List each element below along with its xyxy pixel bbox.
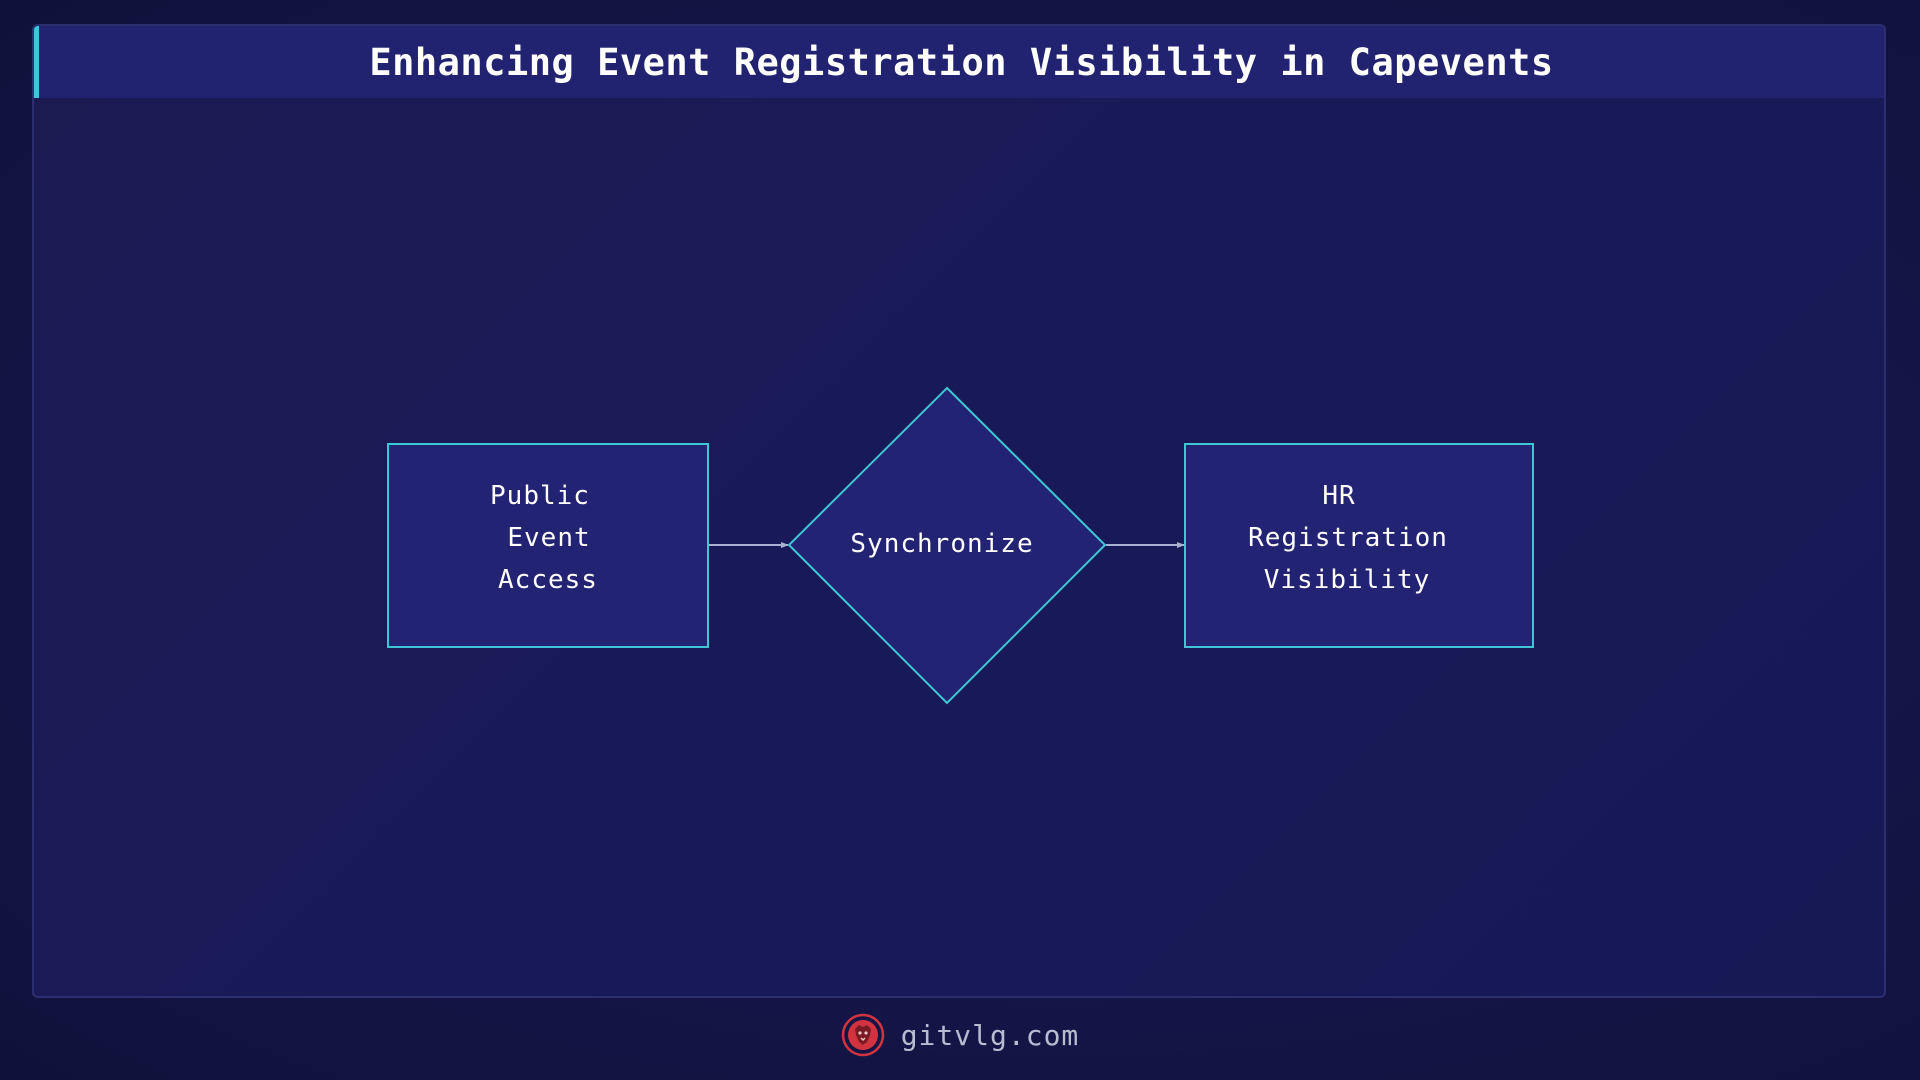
node-hr-registration-visibility: HR Registration Visibility xyxy=(1184,443,1534,648)
node-sync-label: Synchronize xyxy=(850,529,1033,559)
footer: gitvlg.com xyxy=(0,1010,1920,1060)
node-hr-line-3: Visibility xyxy=(1264,565,1431,595)
diagram-panel: Enhancing Event Registration Visibility … xyxy=(32,24,1886,998)
node-public-line-3: Access xyxy=(498,565,598,595)
node-public-event-access: Public Event Access xyxy=(387,443,709,648)
node-hr-line-2: Registration xyxy=(1248,523,1448,553)
node-public-line-1: Public xyxy=(490,481,590,511)
title-bar: Enhancing Event Registration Visibility … xyxy=(34,26,1884,98)
node-hr-line-1: HR xyxy=(1322,481,1355,511)
lion-head-icon xyxy=(841,1013,884,1057)
page-title: Enhancing Event Registration Visibility … xyxy=(369,40,1554,84)
node-public-line-2: Event xyxy=(507,523,590,553)
footer-site-link[interactable]: gitvlg.com xyxy=(900,1018,1080,1052)
node-synchronize: Synchronize xyxy=(787,386,1107,705)
